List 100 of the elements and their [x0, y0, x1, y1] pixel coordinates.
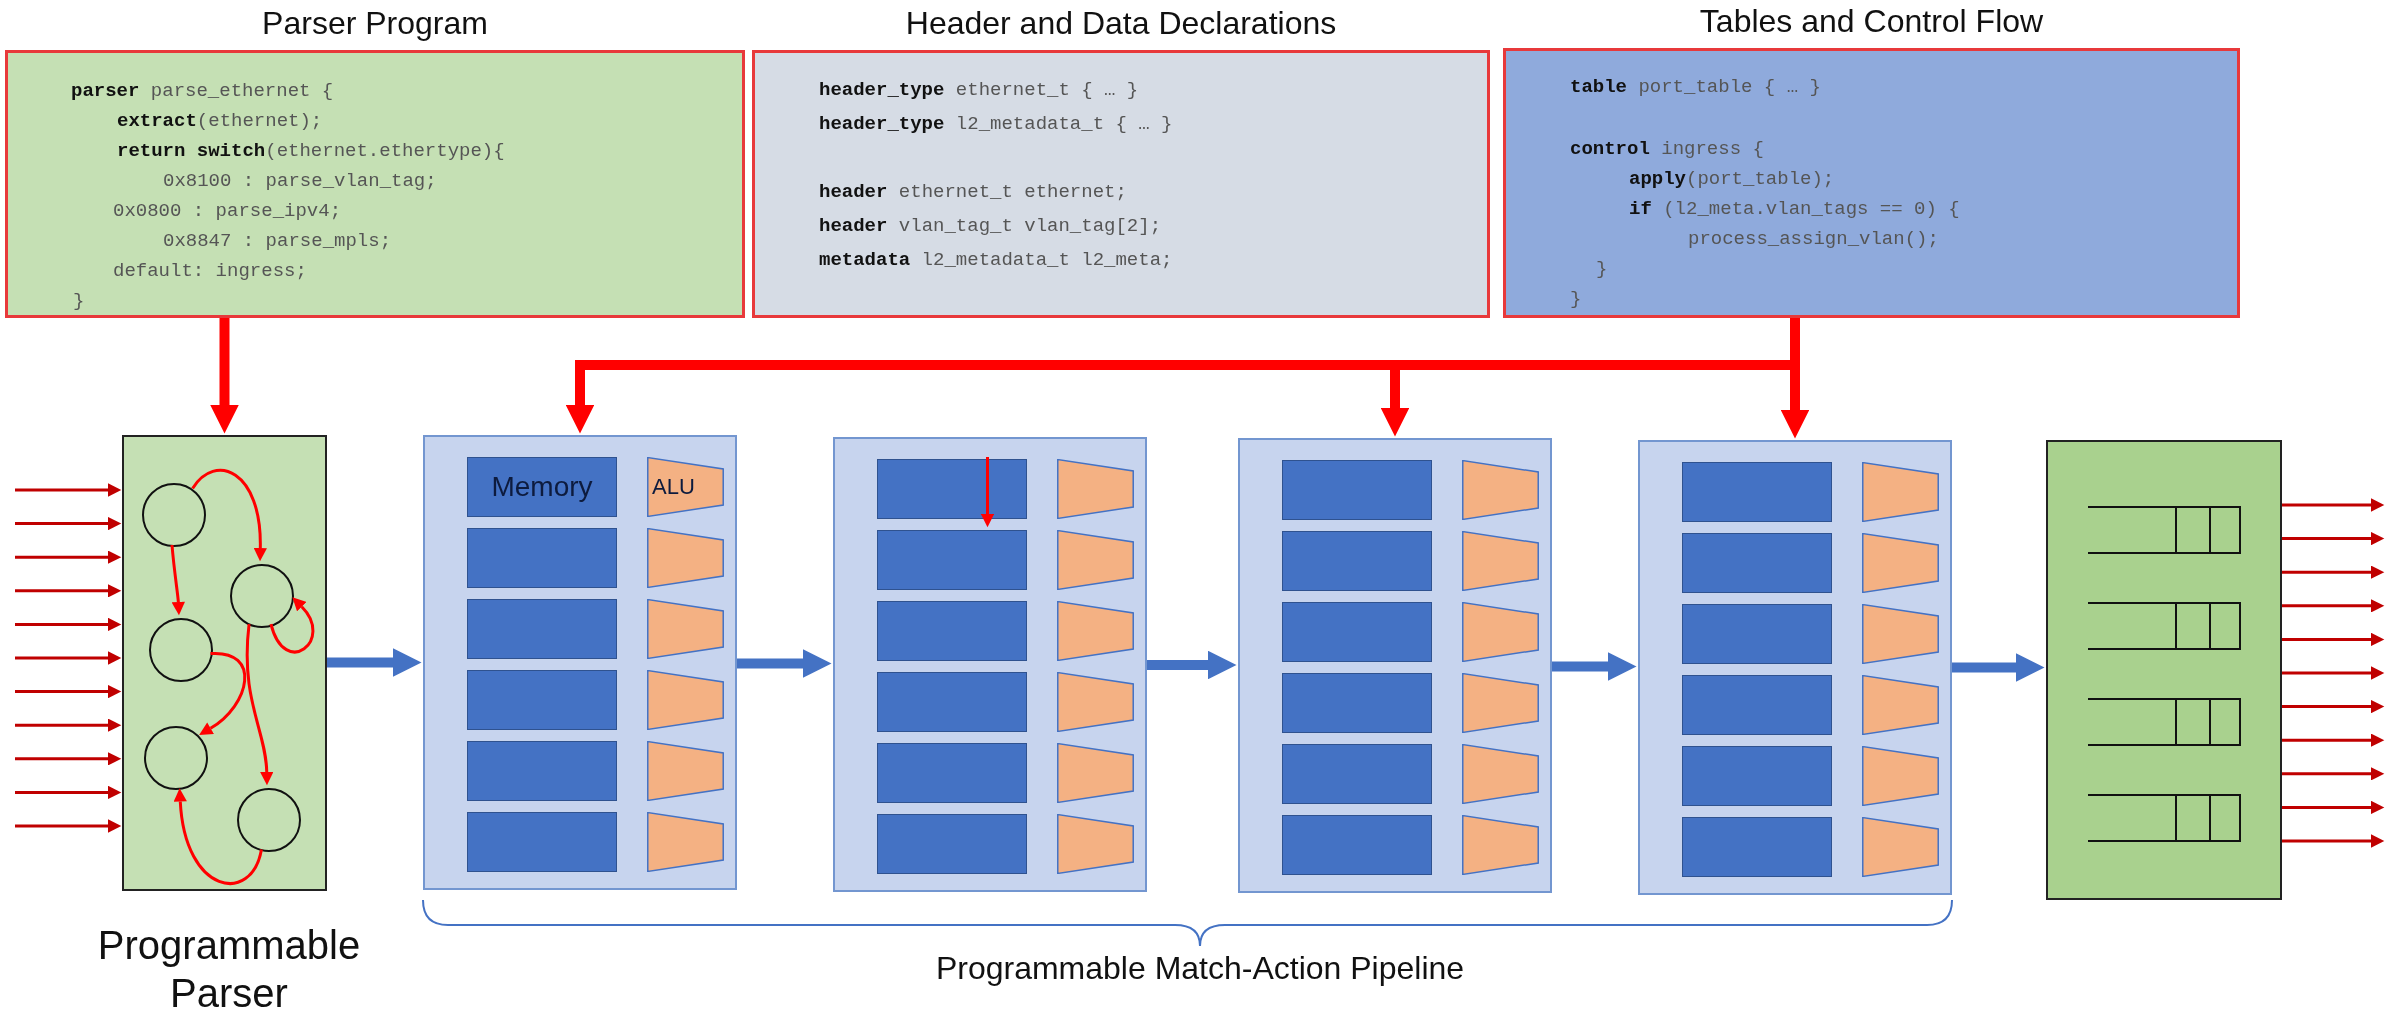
- arrow: [15, 584, 122, 598]
- code-line: }: [1570, 287, 1582, 312]
- alu-block: [647, 741, 724, 801]
- memory-block: [1282, 673, 1432, 733]
- memory-block: [877, 672, 1027, 732]
- arrow: [1552, 652, 1637, 681]
- arrow: [2282, 699, 2385, 714]
- memory-block: [1682, 533, 1832, 593]
- parser-state-circle: [230, 564, 294, 628]
- queue-panel: [2046, 440, 2282, 900]
- memory-block: [467, 670, 617, 730]
- pipeline-label: Programmable Match-Action Pipeline: [935, 950, 1465, 987]
- code-line: control ingress {: [1570, 137, 1764, 162]
- panel-title: Header and Data Declarations: [905, 5, 1337, 42]
- memory-block: [467, 457, 617, 517]
- alu-block: [1862, 462, 1939, 522]
- alu-block: [647, 599, 724, 659]
- code-line: header_type l2_metadata_t { … }: [819, 112, 1173, 137]
- code-line: return switch(ethernet.ethertype){: [117, 139, 505, 164]
- alu-block: [1462, 602, 1539, 662]
- memory-block: [1682, 746, 1832, 806]
- arrow: [2282, 565, 2385, 579]
- code-line: }: [73, 289, 85, 314]
- arrow: [2282, 733, 2385, 747]
- memory-block: [1282, 602, 1432, 662]
- memory-block: [1682, 817, 1832, 877]
- memory-block: [1282, 460, 1432, 520]
- arrow: [2282, 767, 2385, 781]
- alu-block: [1462, 815, 1539, 875]
- alu-block: [1057, 530, 1134, 590]
- arrow: [15, 684, 122, 699]
- arrow: [15, 550, 122, 564]
- arrow: [2282, 599, 2385, 613]
- alu-block: [1057, 601, 1134, 661]
- arrow: [199, 652, 247, 736]
- parser-state-circle: [149, 618, 213, 682]
- arrow: [269, 596, 315, 654]
- memory-block: [1682, 604, 1832, 664]
- arrow: [2282, 800, 2385, 815]
- memory-block: [1282, 531, 1432, 591]
- memory-block: [1682, 675, 1832, 735]
- alu-block: [1057, 814, 1134, 874]
- memory-block: [1282, 744, 1432, 804]
- parser-state-circle: [144, 726, 208, 790]
- alu-block: [1862, 533, 1939, 593]
- alu-block: [1057, 743, 1134, 803]
- component-caption: Programmable Parser: [96, 922, 362, 1016]
- pipeline-stage: [1638, 440, 1952, 895]
- code-line: metadata l2_metadata_t l2_meta;: [819, 248, 1173, 273]
- arrow: [15, 651, 122, 665]
- alu-block: [1057, 459, 1134, 519]
- memory-block: [467, 812, 617, 872]
- arrow: [2282, 666, 2385, 680]
- arrow: [15, 516, 122, 531]
- arrow: [980, 457, 995, 528]
- memory-block: [877, 530, 1027, 590]
- code-line: default: ingress;: [113, 259, 307, 284]
- arrow: [2282, 498, 2385, 512]
- memory-block: [1682, 462, 1832, 522]
- code-line: parser parse_ethernet {: [71, 79, 334, 104]
- arrow: [2282, 632, 2385, 647]
- arrow: [327, 648, 422, 677]
- alu-block: [647, 670, 724, 730]
- panel-title: Parser Program: [262, 5, 488, 42]
- memory-block: [877, 459, 1027, 519]
- code-line: 0x8100 : parse_vlan_tag;: [163, 169, 437, 194]
- code-line: header_type ethernet_t { … }: [819, 78, 1139, 103]
- panel-title: Tables and Control Flow: [1699, 3, 2044, 40]
- arrow: [173, 788, 263, 885]
- pipeline-stage: [423, 435, 737, 890]
- code-line: }: [1596, 257, 1608, 282]
- code-line: if (l2_meta.vlan_tags == 0) {: [1629, 197, 1960, 222]
- arrow: [1952, 653, 2045, 682]
- code-line: header vlan_tag_t vlan_tag[2];: [819, 214, 1162, 239]
- memory-block: [877, 814, 1027, 874]
- code-line: process_assign_vlan();: [1688, 227, 1939, 252]
- arrow: [15, 819, 122, 833]
- memory-block: [467, 528, 617, 588]
- alu-block: [1862, 604, 1939, 664]
- memory-block: [467, 599, 617, 659]
- code-line: extract(ethernet);: [117, 109, 323, 134]
- alu-block: [1862, 817, 1939, 877]
- alu-block: [647, 812, 724, 872]
- arrow: [2282, 531, 2385, 546]
- alu-block: [647, 528, 724, 588]
- alu-block: [1462, 531, 1539, 591]
- alu-block: [1862, 675, 1939, 735]
- alu-block: [1057, 672, 1134, 732]
- pipeline-stage: [1238, 438, 1552, 893]
- memory-block: [877, 743, 1027, 803]
- memory-block: [877, 601, 1027, 661]
- memory-block: [467, 741, 617, 801]
- code-line: 0x8847 : parse_mpls;: [163, 229, 392, 254]
- alu-block: [647, 457, 724, 517]
- alu-block: [1462, 460, 1539, 520]
- block-label: ALU: [651, 474, 695, 500]
- code-line: apply(port_table);: [1629, 167, 1835, 192]
- code-line: table port_table { … }: [1570, 75, 1821, 100]
- arrow: [15, 752, 122, 766]
- arrow: [1147, 650, 1237, 680]
